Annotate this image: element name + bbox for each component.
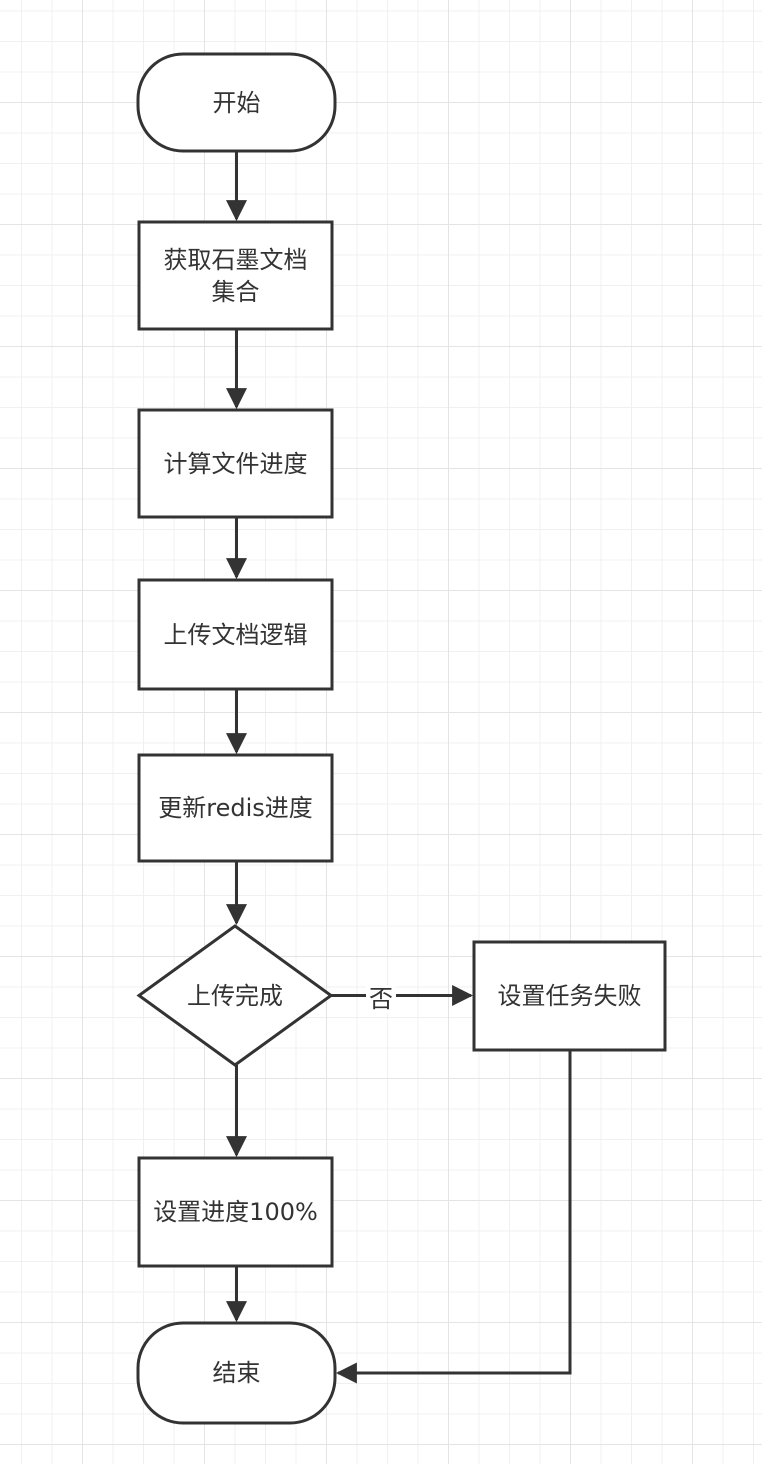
node-get_docs-process[interactable] bbox=[137, 220, 334, 331]
node-label-end: 结束 bbox=[212, 1359, 261, 1387]
node-end-terminator[interactable] bbox=[136, 1321, 337, 1425]
node-update_redis-process[interactable] bbox=[137, 753, 334, 863]
edge-set_failed-to-end bbox=[335, 1050, 572, 1384]
node-set_100-process[interactable] bbox=[137, 1156, 334, 1268]
node-upload_logic-process[interactable] bbox=[137, 578, 334, 691]
node-start-terminator[interactable] bbox=[136, 52, 337, 153]
node-label-get_docs: 获取石墨文档集合 bbox=[163, 245, 308, 306]
node-label-start: 开始 bbox=[212, 88, 261, 117]
node-label-update_redis: 更新redis进度 bbox=[158, 794, 313, 822]
node-upload_done-decision[interactable] bbox=[136, 924, 334, 1067]
node-calc_progress-process[interactable] bbox=[137, 408, 334, 519]
node-label-calc_progress: 计算文件进度 bbox=[163, 449, 308, 478]
node-label-set_failed: 设置任务失败 bbox=[497, 982, 642, 1010]
node-label-upload_logic: 上传文档逻辑 bbox=[163, 620, 308, 649]
edge-label-upload_done-to-set_failed: 否 bbox=[366, 985, 396, 1013]
node-label-set_100: 设置进度100% bbox=[153, 1198, 318, 1226]
node-label-upload_done: 上传完成 bbox=[187, 981, 283, 1010]
node-set_failed-process[interactable] bbox=[472, 940, 667, 1052]
